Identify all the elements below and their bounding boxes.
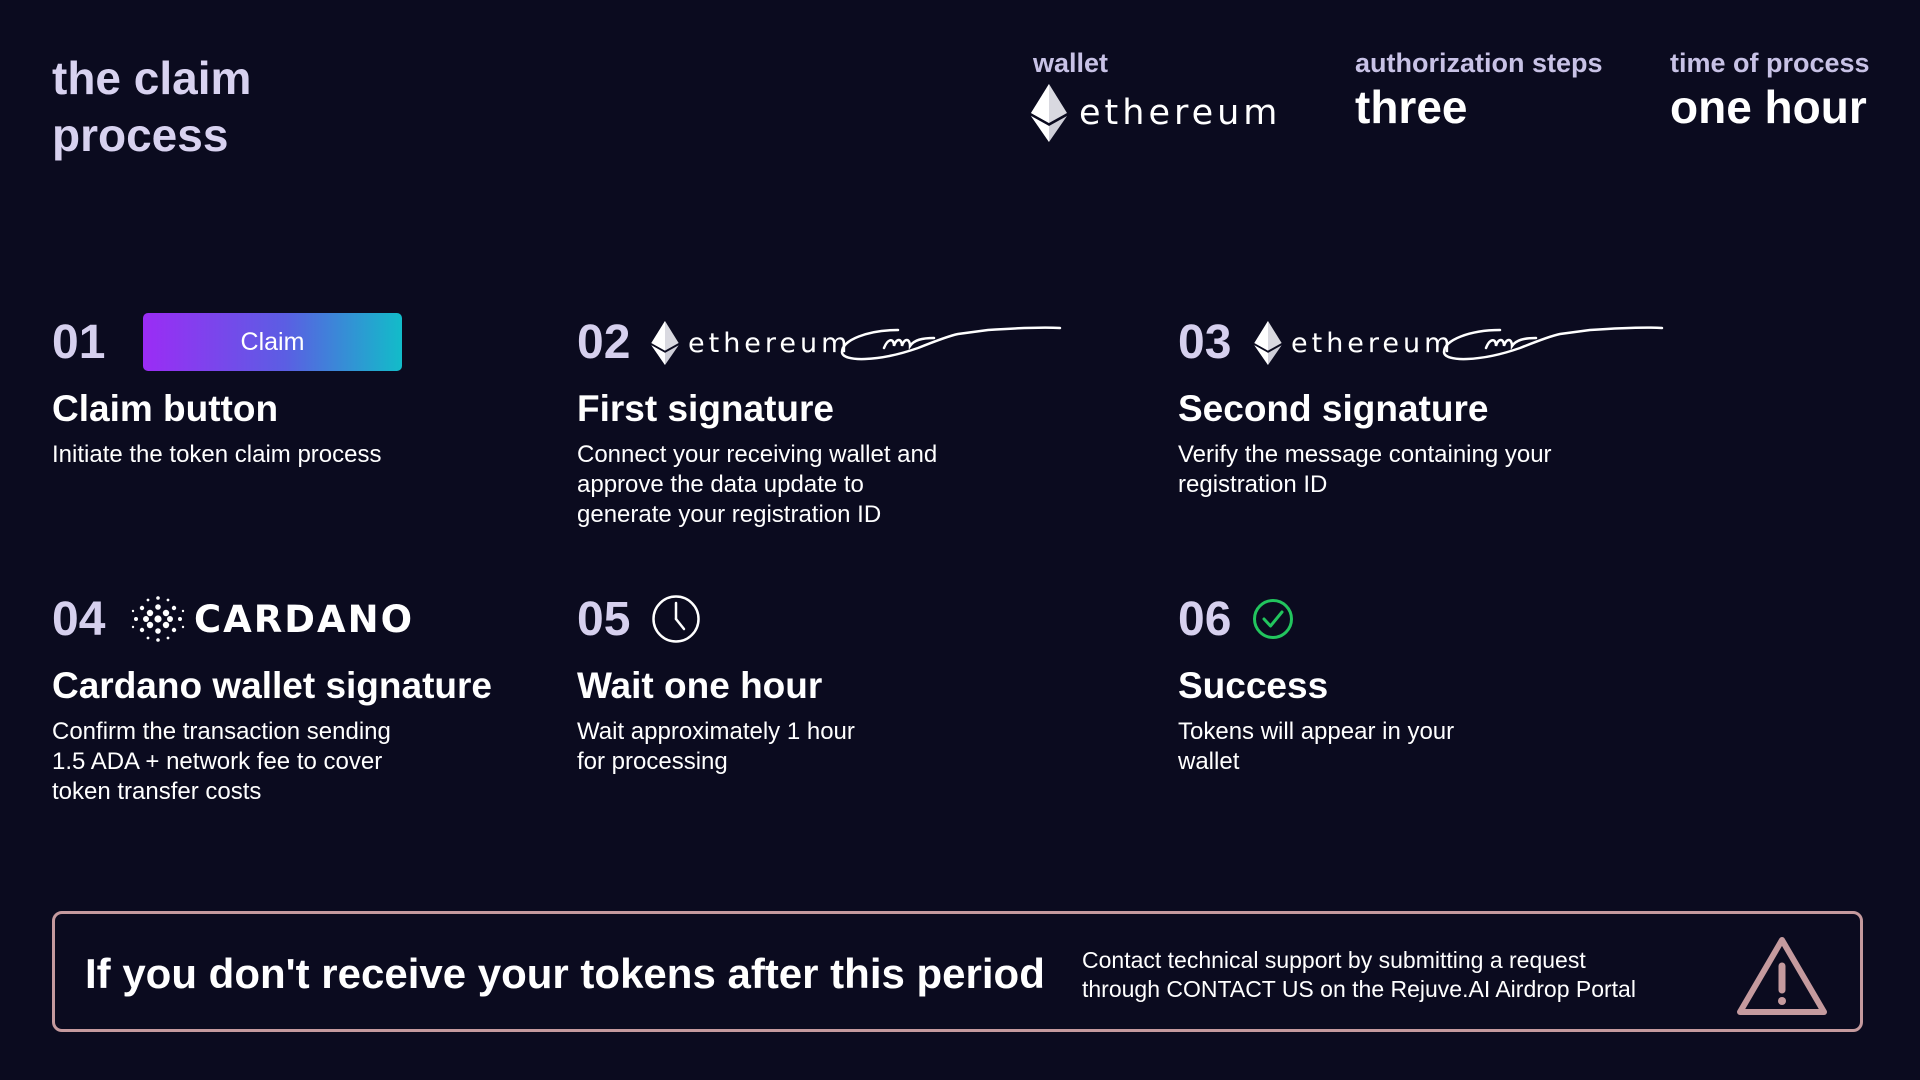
wallet-label: wallet (1033, 48, 1109, 78)
signature-icon (840, 326, 1062, 361)
step-3-ethereum-text: ethereum (1291, 327, 1455, 359)
step-4-number: 04 (52, 593, 106, 646)
warning-icon (1737, 937, 1827, 1015)
ethereum-icon (1254, 321, 1282, 365)
step-4-description: Confirm the transaction sending 1.5 ADA … (52, 718, 391, 805)
notice-text: Contact technical support by submitting … (1082, 947, 1636, 1002)
step-1-description: Initiate the token claim process (52, 441, 382, 468)
step-2-description: Connect your receiving wallet and approv… (577, 441, 938, 528)
time-of-process-value: one hour (1670, 81, 1867, 133)
cardano-text: CARDANO (194, 597, 415, 641)
step-2-ethereum-logo: ethereum (651, 321, 851, 365)
notice-title: If you don't receive your tokens after t… (85, 950, 1045, 997)
claim-button[interactable]: Claim (143, 313, 402, 371)
step-6-description: Tokens will appear in your wallet (1178, 718, 1455, 775)
step-2-ethereum-text: ethereum (688, 327, 852, 359)
cardano-icon (131, 596, 185, 642)
step-6-number: 06 (1178, 593, 1232, 646)
wallet-ethereum-text: ethereum (1079, 93, 1282, 133)
time-of-process-label: time of process (1670, 48, 1870, 78)
auth-steps-label: authorization steps (1355, 48, 1603, 78)
step-3-description: Verify the message containing your regis… (1178, 441, 1552, 498)
step-3-title: Second signature (1178, 388, 1489, 429)
wallet-ethereum-logo: ethereum (1031, 84, 1281, 142)
step-4-title: Cardano wallet signature (52, 665, 492, 706)
notice-box: If you don't receive your tokens after t… (52, 911, 1863, 1032)
step-3-number: 03 (1178, 316, 1232, 369)
step-1-number: 01 (52, 316, 106, 369)
ethereum-icon (651, 321, 679, 365)
signature-icon (1442, 326, 1664, 361)
step-6-title: Success (1178, 665, 1329, 706)
step-2-number: 02 (577, 316, 631, 369)
step-5-title: Wait one hour (577, 665, 823, 706)
step-1-title: Claim button (52, 388, 279, 429)
check-circle-icon (1253, 599, 1293, 639)
step-3-ethereum-logo: ethereum (1254, 321, 1454, 365)
page-title: the claim process (52, 52, 252, 161)
auth-steps-value: three (1355, 81, 1468, 133)
cardano-logo: CARDANO (130, 593, 414, 645)
step-2-title: First signature (577, 388, 834, 429)
step-5-number: 05 (577, 593, 631, 646)
ethereum-icon (1031, 84, 1067, 142)
step-5-description: Wait approximately 1 hour for processing (577, 718, 855, 775)
clock-icon (652, 595, 700, 643)
